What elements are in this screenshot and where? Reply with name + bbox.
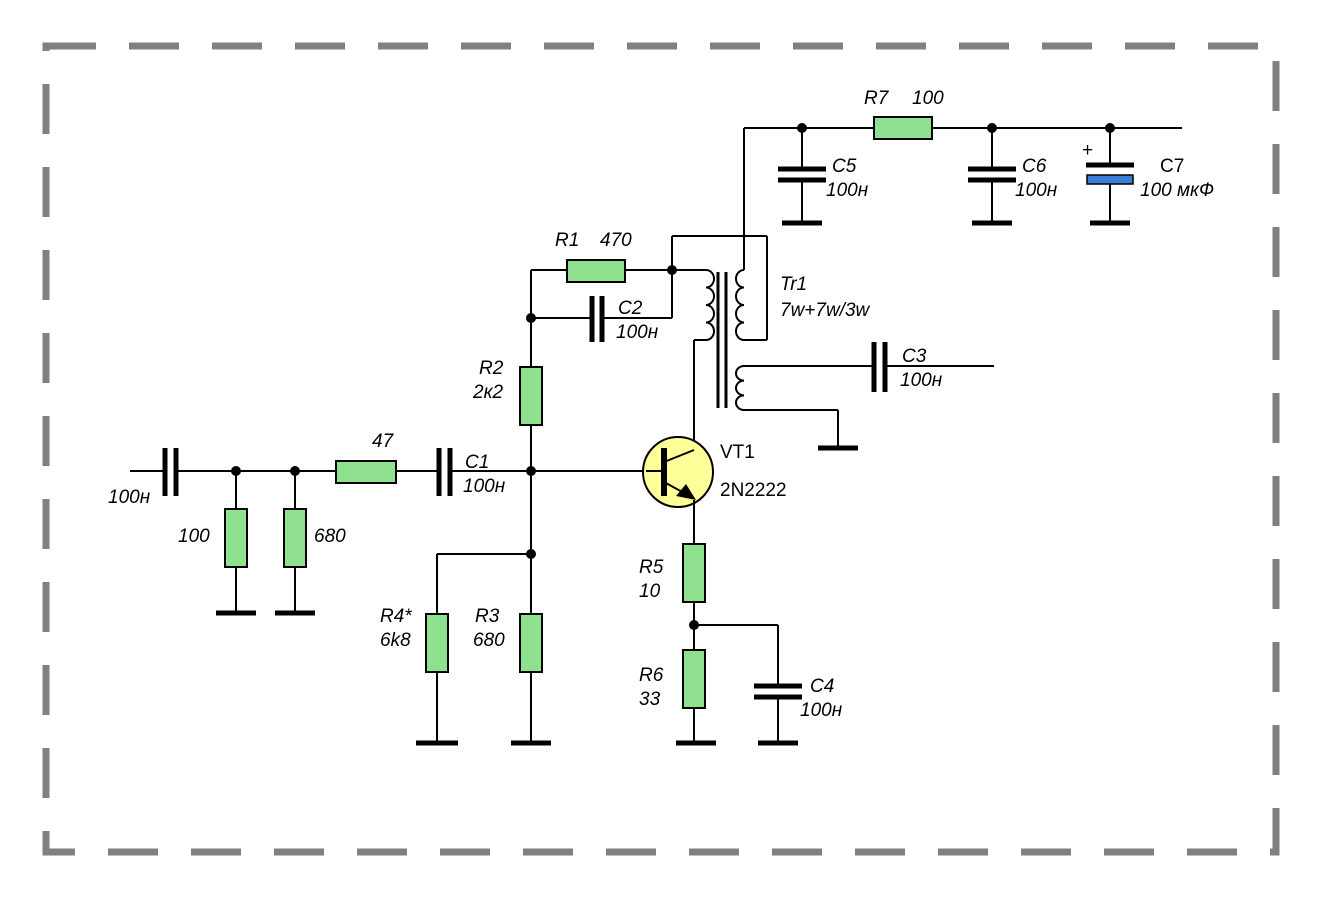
label-tr1-ref: Tr1 [780,274,807,295]
capacitor-input [162,448,179,496]
label-r3-ref: R3 [475,606,500,627]
label-r680-value: 680 [314,526,346,547]
resistor-r2 [519,366,543,426]
capacitor-c2 [589,296,605,342]
dashed-frame [42,42,1280,856]
label-r2-value: 2к2 [472,382,504,403]
transformer-tr1 [705,269,745,411]
label-r5-value: 10 [639,581,661,602]
label-vt1-value: 2N2222 [720,480,787,501]
label-c7-polarity: + [1082,140,1093,161]
resistor-r5 [682,543,706,603]
label-c2-ref: C2 [618,298,643,319]
wires [130,127,1182,742]
label-r1-ref: R1 [555,230,579,251]
label-r7-value: 100 [912,88,944,109]
capacitor-c4 [754,683,802,700]
emitter-arrow [676,484,696,500]
resistor-r4 [425,613,449,673]
capacitor-c6 [968,166,1016,183]
label-c3-ref: C3 [902,346,927,367]
capacitor-c3 [871,342,888,392]
resistor-r6 [682,649,706,709]
label-c2-value: 100н [616,322,659,343]
label-r5-ref: R5 [639,557,664,578]
label-c1-value: 100н [463,476,506,497]
resistor-680 [283,508,307,568]
label-c3-value: 100н [900,370,943,391]
label-c6-ref: C6 [1022,156,1047,177]
ground-symbols [216,220,1130,746]
label-vt1-ref: VT1 [720,442,755,463]
label-c6-value: 100н [1015,180,1058,201]
label-c7-value: 100 мкФ [1140,180,1214,201]
label-c4-value: 100н [800,700,843,721]
label-r2-ref: R2 [479,358,504,379]
label-r7-ref: R7 [864,88,890,109]
label-tr1-value: 7w+7w/3w [780,300,871,321]
label-r6-ref: R6 [639,665,664,686]
junction-dots [231,123,1115,630]
electrolytic-plate [1086,174,1134,185]
label-c4-ref: C4 [810,676,834,697]
resistors [224,116,933,709]
label-r3-value: 680 [473,630,505,651]
label-r47-value: 47 [372,431,395,452]
label-c5-value: 100н [826,180,869,201]
resistor-100 [224,508,248,568]
labels: 100н 100 680 47 C1 100н R1 470 C2 100н R… [108,88,1214,721]
label-r100-value: 100 [178,526,210,547]
capacitor-c1 [436,448,453,496]
label-c7-ref: C7 [1160,156,1184,177]
label-c1-ref: C1 [465,452,489,473]
capacitors [162,162,1134,700]
label-c5-ref: C5 [832,156,857,177]
label-r4-ref: R4* [380,606,412,627]
resistor-r7 [873,116,933,140]
capacitor-c5 [778,166,826,183]
label-r4-value: 6k8 [380,630,411,651]
label-r6-value: 33 [639,689,661,710]
label-cin-value: 100н [108,487,151,508]
resistor-r1 [566,259,626,283]
resistor-47 [335,460,397,484]
capacitor-c7 [1086,162,1134,185]
label-r1-value: 470 [600,230,632,251]
transistor-vt1 [642,436,714,508]
resistor-r3 [519,613,543,673]
